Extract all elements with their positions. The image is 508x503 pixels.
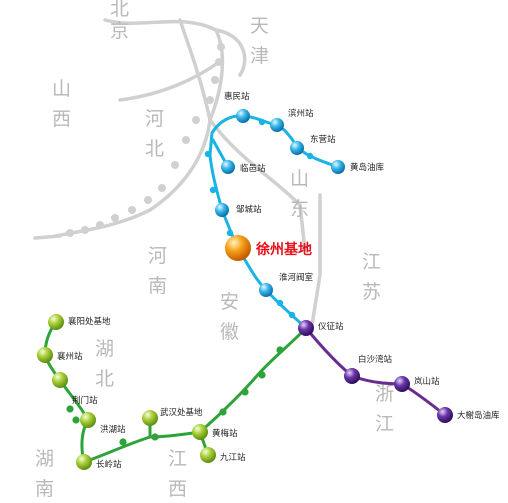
- station-marker-honghu[interactable]: [80, 412, 96, 428]
- station-marker-zoucheng[interactable]: [215, 203, 229, 217]
- green-pipeline: [43, 320, 308, 464]
- station-marker-yizheng[interactable]: [298, 320, 314, 336]
- province-shandong-char1: 山: [290, 168, 309, 190]
- province-shanxi-char2: 西: [52, 108, 71, 130]
- province-zhejiang-char2: 江: [375, 413, 394, 435]
- green-small-dots: [66, 346, 284, 446]
- station-label-huangdao: 黄岛油库: [350, 162, 385, 173]
- station-label-dongying: 东营站: [310, 134, 336, 145]
- blue-small-dots: [204, 118, 314, 319]
- station-label-xiangzhou: 襄州站: [57, 351, 83, 362]
- background-dots: [66, 43, 225, 237]
- province-anhui-char1: 安: [220, 291, 239, 313]
- purple-stations: [298, 320, 453, 423]
- station-label-dashudao: 大榭岛油库: [457, 410, 500, 421]
- station-label-zoucheng: 邹城站: [236, 204, 262, 215]
- station-label-honghu: 洪湖站: [100, 424, 126, 435]
- province-shanxi-char1: 山: [52, 78, 71, 100]
- province-jiangsu-char2: 苏: [362, 281, 381, 303]
- green-stations: [37, 314, 216, 470]
- station-marker-jiujiang[interactable]: [200, 447, 216, 463]
- station-marker-wuhan[interactable]: [142, 410, 158, 426]
- province-hubei-char2: 北: [95, 368, 114, 390]
- station-label-huimin: 惠民站: [224, 91, 250, 102]
- province-beijing-char1: 北: [110, 0, 129, 20]
- province-hebei-char2: 北: [145, 138, 164, 160]
- station-marker-jingmen[interactable]: [52, 372, 68, 388]
- station-label-linyi: 临邑站: [240, 163, 266, 174]
- station-label-wuhan: 武汉处基地: [160, 407, 203, 418]
- station-marker-linyi[interactable]: [221, 160, 235, 174]
- station-marker-baishawan[interactable]: [344, 368, 360, 384]
- hub-label: 徐州基地: [255, 241, 312, 258]
- station-marker-huimin[interactable]: [236, 109, 250, 123]
- purple-pipeline: [304, 326, 447, 417]
- province-zhejiang-char1: 浙: [375, 383, 394, 405]
- blue-stations: [215, 109, 345, 297]
- province-jiangsu-char1: 江: [362, 251, 381, 273]
- province-henan-char2: 南: [148, 275, 167, 297]
- province-jiangxi-char1: 江: [168, 448, 187, 470]
- station-label-xiangyang: 襄阳处基地: [68, 316, 111, 327]
- station-label-yizheng: 仪征站: [318, 321, 344, 332]
- province-hunan-char1: 湖: [35, 448, 54, 470]
- province-tianjin-char1: 天: [250, 15, 269, 37]
- station-marker-langshan[interactable]: [394, 376, 410, 392]
- province-henan-char1: 河: [148, 245, 167, 267]
- station-marker-xiangzhou[interactable]: [37, 347, 53, 363]
- province-shandong-char2: 东: [290, 198, 309, 220]
- station-label-langshan: 岚山站: [414, 376, 440, 387]
- station-label-jingmen: 荆门站: [72, 395, 98, 406]
- province-hebei-char1: 河: [145, 108, 164, 130]
- background-lines: [33, 18, 322, 327]
- station-label-binzhou: 滨州站: [288, 108, 314, 119]
- station-marker-huangmei[interactable]: [192, 424, 208, 440]
- province-anhui-char2: 徽: [220, 321, 239, 343]
- station-marker-dongying[interactable]: [290, 141, 304, 155]
- hub-marker-xuzhou[interactable]: [225, 235, 251, 261]
- province-beijing-char2: 京: [110, 20, 129, 42]
- station-labels: 惠民站 滨州站 东营站 黄岛油库 临邑站 邹城站 淮河阀室 仪征站 白沙湾站 岚…: [57, 91, 500, 470]
- station-label-jiujiang: 九江站: [220, 452, 246, 463]
- station-marker-xiangyang[interactable]: [48, 314, 64, 330]
- province-hunan-char2: 南: [35, 478, 54, 500]
- station-label-huangmei: 黄梅站: [212, 428, 238, 439]
- station-marker-huaihe[interactable]: [259, 283, 273, 297]
- station-label-changling: 长岭站: [96, 459, 122, 470]
- province-labels: 北 京 天 津 山 西 河 北 山 东 河 南 安 徽 江 苏 湖 北 湖 南 …: [35, 0, 394, 500]
- station-label-huaihe: 淮河阀室: [279, 272, 314, 283]
- station-marker-changling[interactable]: [76, 454, 92, 470]
- station-label-baishawan: 白沙湾站: [358, 354, 393, 365]
- province-hubei-char1: 湖: [95, 338, 114, 360]
- station-marker-dashudao[interactable]: [437, 407, 453, 423]
- station-marker-binzhou[interactable]: [270, 118, 284, 132]
- province-jiangxi-char2: 西: [168, 478, 187, 500]
- province-tianjin-char2: 津: [250, 45, 269, 67]
- station-marker-huangdao[interactable]: [331, 160, 345, 174]
